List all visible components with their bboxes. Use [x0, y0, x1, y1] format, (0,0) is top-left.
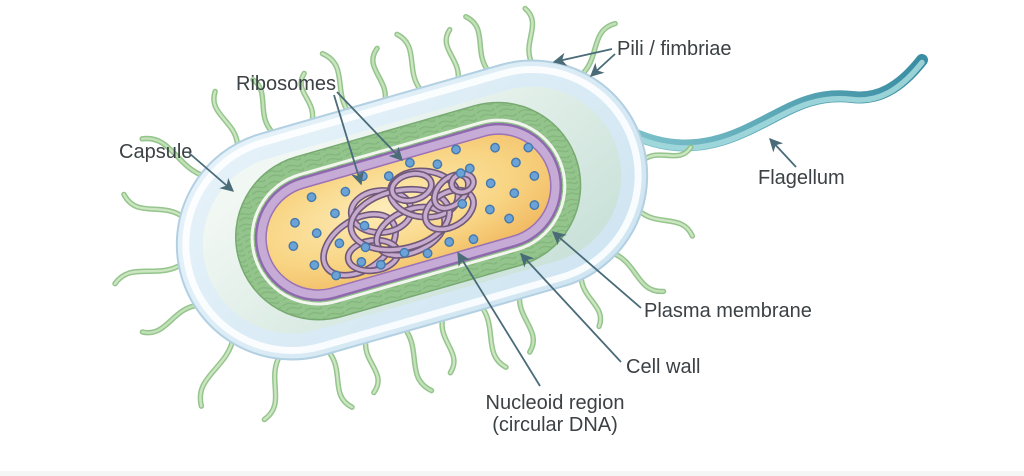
ribosome-dot [306, 192, 317, 203]
pilus-highlight [642, 146, 692, 162]
ribosomes-arrow-1 [333, 94, 364, 186]
ribosome-dot [444, 237, 455, 247]
ribosome-dot [509, 188, 520, 199]
pilus-highlight [140, 137, 206, 178]
ribosome-dot [484, 204, 495, 215]
flagellum-highlight [615, 59, 925, 151]
label-nucleoid-region: Nucleoid region (circular DNA) [460, 392, 650, 436]
ribosome-dot [511, 157, 521, 168]
pilus-highlight [141, 303, 200, 334]
pilus-highlight [580, 275, 602, 328]
ribosome-dot [375, 259, 386, 270]
pilus-highlight [199, 337, 235, 408]
plasma-membrane-arrow [551, 231, 642, 309]
dna-loop-highlight [423, 188, 476, 232]
dna-loop-highlight [321, 212, 398, 278]
pilus [197, 335, 236, 409]
ribosome-dot [330, 208, 340, 219]
pilus-highlight [518, 294, 535, 354]
pilus-highlight [122, 193, 185, 219]
nucleoid-dna [320, 167, 477, 279]
label-nucleoid-line2: (circular DNA) [492, 414, 618, 436]
pilus-highlight [321, 52, 350, 114]
pilus-highlight [440, 316, 456, 374]
pilus-highlight [326, 349, 354, 409]
pilus-highlight [364, 338, 380, 394]
pili-structure [112, 5, 696, 423]
ribosome-dot [383, 171, 394, 181]
ribosome-dot [529, 200, 540, 210]
capsule-arrow [188, 152, 235, 192]
ribosome-dot [504, 213, 515, 224]
ribosome-dot [360, 242, 371, 253]
label-pili-fimbriae: Pili / fimbriae [617, 38, 732, 60]
pilus-highlight [403, 326, 433, 392]
nucleoid-arrow [457, 251, 541, 387]
pilus-highlight [637, 208, 694, 238]
ribosome-dot [485, 178, 496, 189]
ribosome-dot [455, 168, 466, 179]
label-ribosomes: Ribosomes [236, 73, 337, 95]
ribosome-dot [290, 217, 300, 228]
ribosome-dot [331, 270, 342, 281]
pilus-highlight [579, 22, 617, 77]
pili-arrow-1 [552, 48, 613, 66]
pilus-highlight [299, 72, 314, 124]
leader-lines [188, 48, 797, 387]
ribosome-dot [334, 238, 345, 249]
ribosome-dot [422, 248, 433, 259]
ribosomes-arrow-2 [336, 91, 403, 161]
ribosome-dot [468, 234, 479, 245]
pilus-highlight [444, 28, 460, 82]
ribosome-dot [490, 142, 500, 153]
ribosome-dot [309, 260, 320, 270]
ribosome-dot [529, 171, 540, 181]
flagellum-body [612, 54, 928, 152]
pilus-highlight [464, 15, 491, 74]
pilus-highlight [479, 304, 508, 369]
ribosome-dot [356, 257, 367, 267]
pilus-highlight [395, 33, 423, 93]
pilus [463, 13, 492, 75]
ribosome-dot [288, 241, 299, 252]
ribosome-dot [404, 157, 415, 168]
label-nucleoid-line1: Nucleoid region [485, 392, 625, 414]
label-flagellum: Flagellum [758, 167, 845, 189]
ribosomes-structure [288, 142, 540, 281]
ribosome-dot [399, 247, 410, 258]
pili-arrow-2 [590, 53, 616, 77]
ribosome-dot [451, 144, 461, 155]
footer-strip [0, 471, 1024, 476]
pilus-highlight [371, 47, 387, 103]
pilus-highlight [212, 90, 239, 148]
ribosome-dot [457, 199, 468, 209]
ribosome-dot [311, 228, 322, 239]
ribosome-dot [359, 220, 370, 231]
flagellum-structure [612, 54, 928, 152]
label-cell-wall: Cell wall [626, 356, 701, 378]
pilus [635, 207, 696, 239]
flagellum-arrow [769, 138, 797, 168]
cell-body [112, 5, 696, 423]
pilus-highlight [523, 7, 534, 65]
pilus-highlight [113, 262, 184, 285]
pilus-highlight [251, 78, 275, 135]
capsule-highlight [182, 66, 642, 354]
ribosome-dot [432, 159, 443, 170]
ribosome-dot [464, 163, 475, 174]
ribosome-dot [523, 142, 534, 153]
ribosome-dot [340, 186, 351, 197]
pilus-highlight [611, 251, 665, 293]
dna-loop-highlight [390, 171, 434, 203]
pilus [478, 303, 509, 370]
pilus-highlight [263, 353, 282, 421]
label-capsule: Capsule [119, 141, 193, 163]
cell-wall-arrow [520, 253, 622, 363]
label-plasma-membrane: Plasma membrane [644, 300, 812, 322]
